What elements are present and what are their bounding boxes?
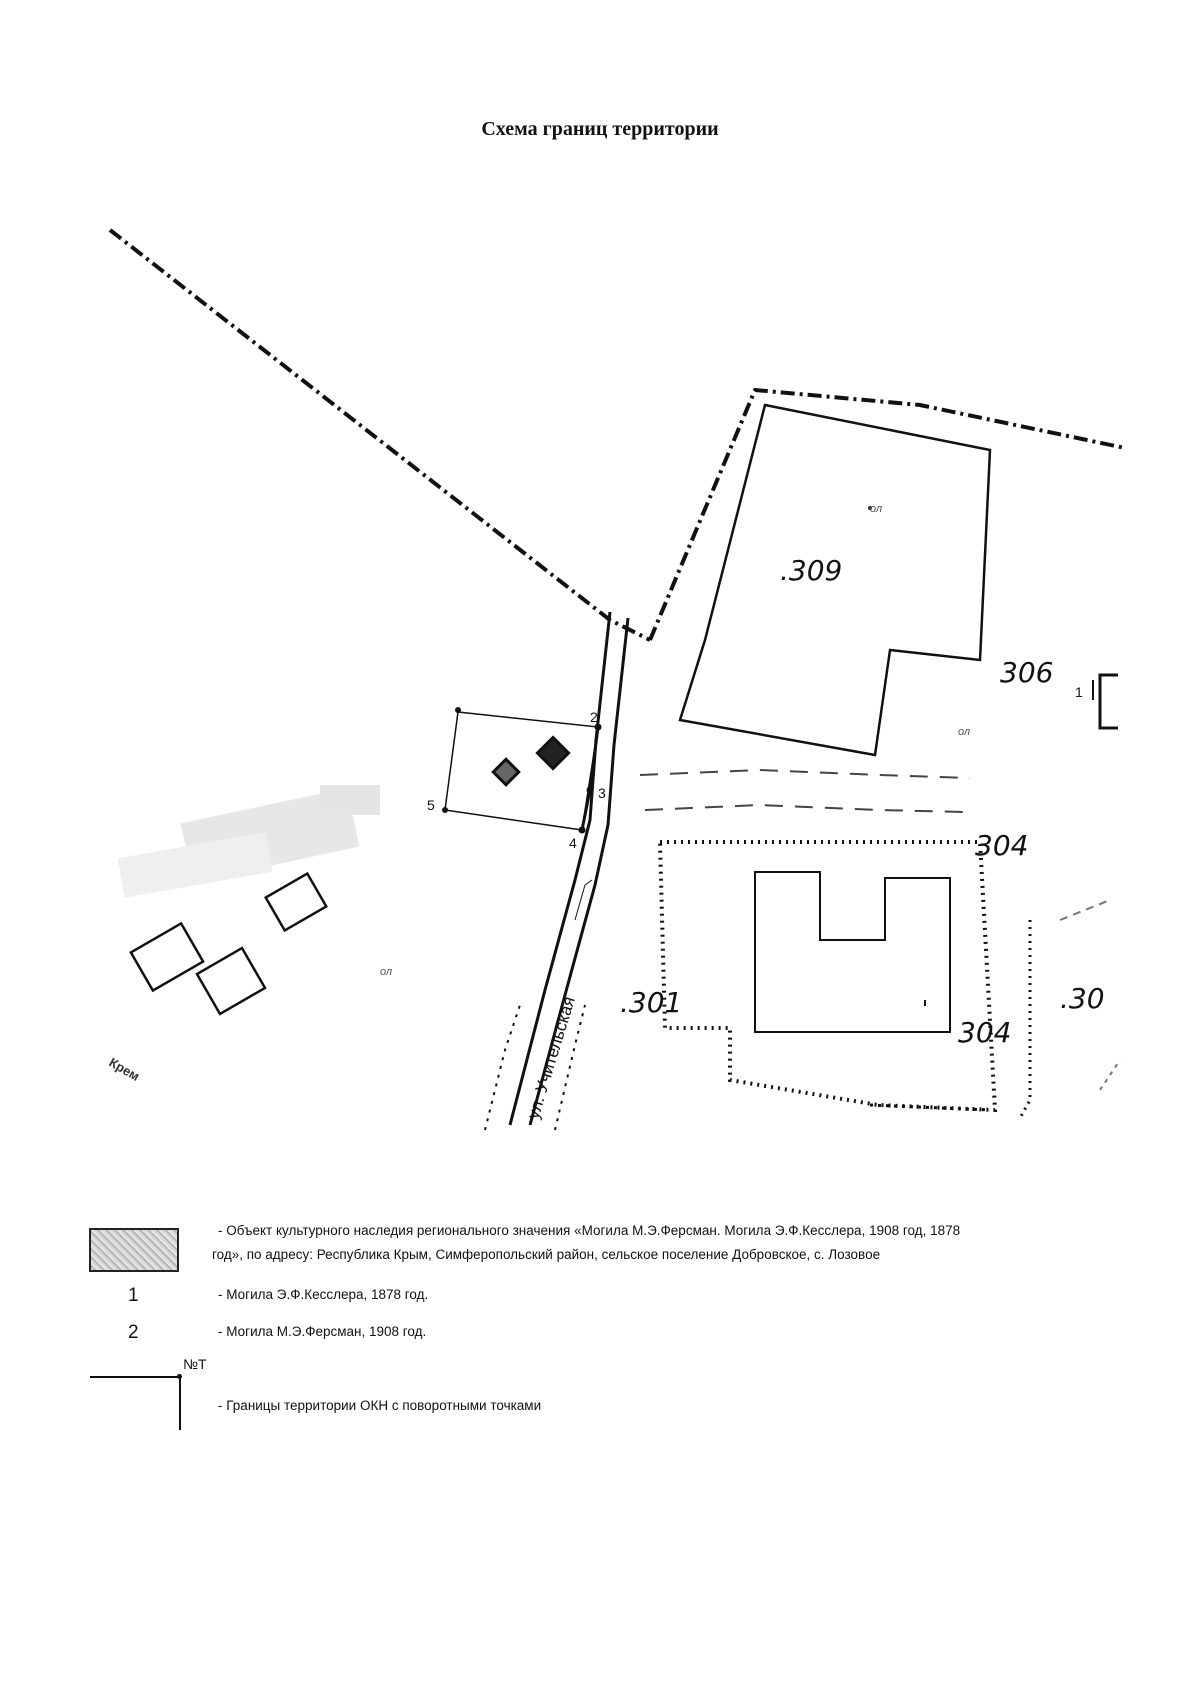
parcel-309-outline — [678, 403, 992, 757]
parcel-304-outline — [658, 840, 998, 1113]
legend-boundary-line — [90, 1376, 180, 1378]
legend-turning-point — [177, 1374, 182, 1379]
turning-point-label-5: 5 — [427, 797, 435, 813]
legend-key-2: 2 — [128, 1322, 139, 1343]
legend-object-line-1: - Объект культурного наследия региональн… — [218, 1223, 961, 1238]
turning-point-label-2: 2 — [590, 709, 598, 725]
page-title: Схема границ территории — [481, 118, 719, 140]
scan-noise-area — [117, 785, 380, 898]
map-mark: ол — [870, 503, 882, 515]
building-304 — [754, 871, 951, 1033]
grave-marker-fersman — [535, 735, 571, 771]
map-mark: ол — [380, 966, 392, 978]
street-road — [508, 611, 630, 1126]
parcel-label-30: .30 — [1060, 982, 1105, 1015]
legend-boundary-text: - Границы территории ОКН с поворотными т… — [218, 1398, 542, 1413]
grave-marker-kessler — [491, 757, 521, 787]
parcel-label-304-north: 304 — [975, 829, 1028, 862]
road-edges-east — [639, 768, 971, 813]
turning-point-label-3: 3 — [598, 785, 606, 801]
parcel-306-outline — [1098, 673, 1118, 730]
parcel-sublabel-1: 1 — [1075, 684, 1083, 700]
parcel-label-306: 306 — [1000, 656, 1053, 689]
parcel-label-309: .309 — [780, 554, 842, 587]
turning-points — [442, 707, 602, 834]
buildings-southwest — [129, 871, 328, 1016]
boundary-line-northeast — [648, 387, 1126, 641]
parcel-label-301: .301 — [620, 986, 682, 1019]
turning-point-label-4: 4 — [569, 835, 577, 851]
legend-okn-swatch — [89, 1228, 179, 1272]
legend-item-2: - Могила М.Э.Ферсман, 1908 год. — [218, 1324, 427, 1339]
legend-nt-label: №Т — [183, 1356, 207, 1372]
legend-key-1: 1 — [128, 1285, 139, 1306]
parcel-label-304-south: 304 — [958, 1016, 1011, 1049]
legend-item-1: - Могила Э.Ф.Кесслера, 1878 год. — [218, 1287, 429, 1302]
legend-object-line-2: год», по адресу: Республика Крым, Симфер… — [212, 1247, 881, 1262]
legend-boundary-tick — [179, 1376, 181, 1430]
map-mark: ол — [958, 726, 970, 738]
